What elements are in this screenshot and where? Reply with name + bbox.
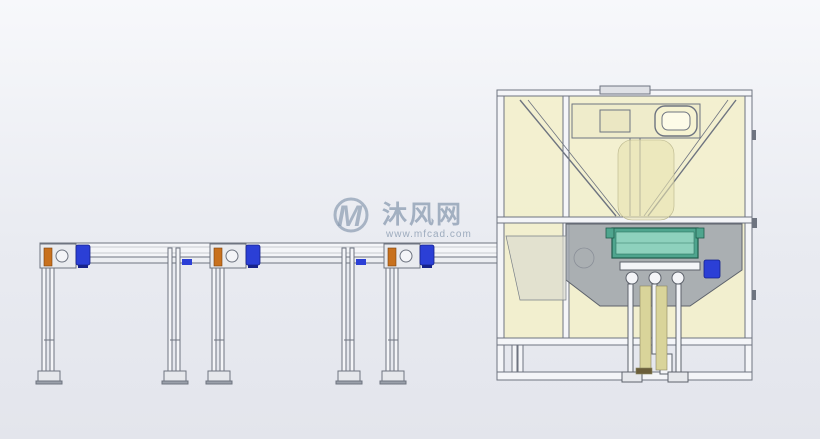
motor-icon [703, 259, 721, 279]
product-bin [605, 227, 705, 259]
sensor-icon [182, 259, 192, 265]
watermark-logo: M [337, 200, 363, 233]
frame-post [496, 89, 505, 381]
motor-icon [245, 244, 261, 266]
robot-cabin [496, 85, 757, 383]
drive-unit [383, 243, 435, 269]
bin-conveyor [619, 261, 701, 383]
motor-icon [419, 244, 435, 266]
support-leg [35, 262, 63, 385]
motor-icon [75, 244, 91, 266]
watermark-title: 沐风网 [382, 200, 463, 229]
coupling-icon [43, 247, 53, 267]
support-leg [335, 247, 363, 385]
watermark-logo-icon [333, 197, 369, 233]
coupling-icon [213, 247, 223, 267]
watermark: M 沐风网 www.mfcad.com [333, 197, 472, 240]
sensor-icon [356, 259, 366, 265]
operator-figure [635, 285, 668, 375]
drive-unit [39, 243, 91, 269]
watermark-url: www.mfcad.com [385, 229, 472, 240]
support-leg [205, 262, 233, 385]
frame-beam [496, 337, 753, 346]
coupling-icon [387, 247, 397, 267]
frame-post [744, 89, 753, 381]
drive-unit [209, 243, 261, 269]
support-leg [379, 262, 407, 385]
support-leg [161, 247, 189, 385]
delta-robot [519, 85, 737, 221]
